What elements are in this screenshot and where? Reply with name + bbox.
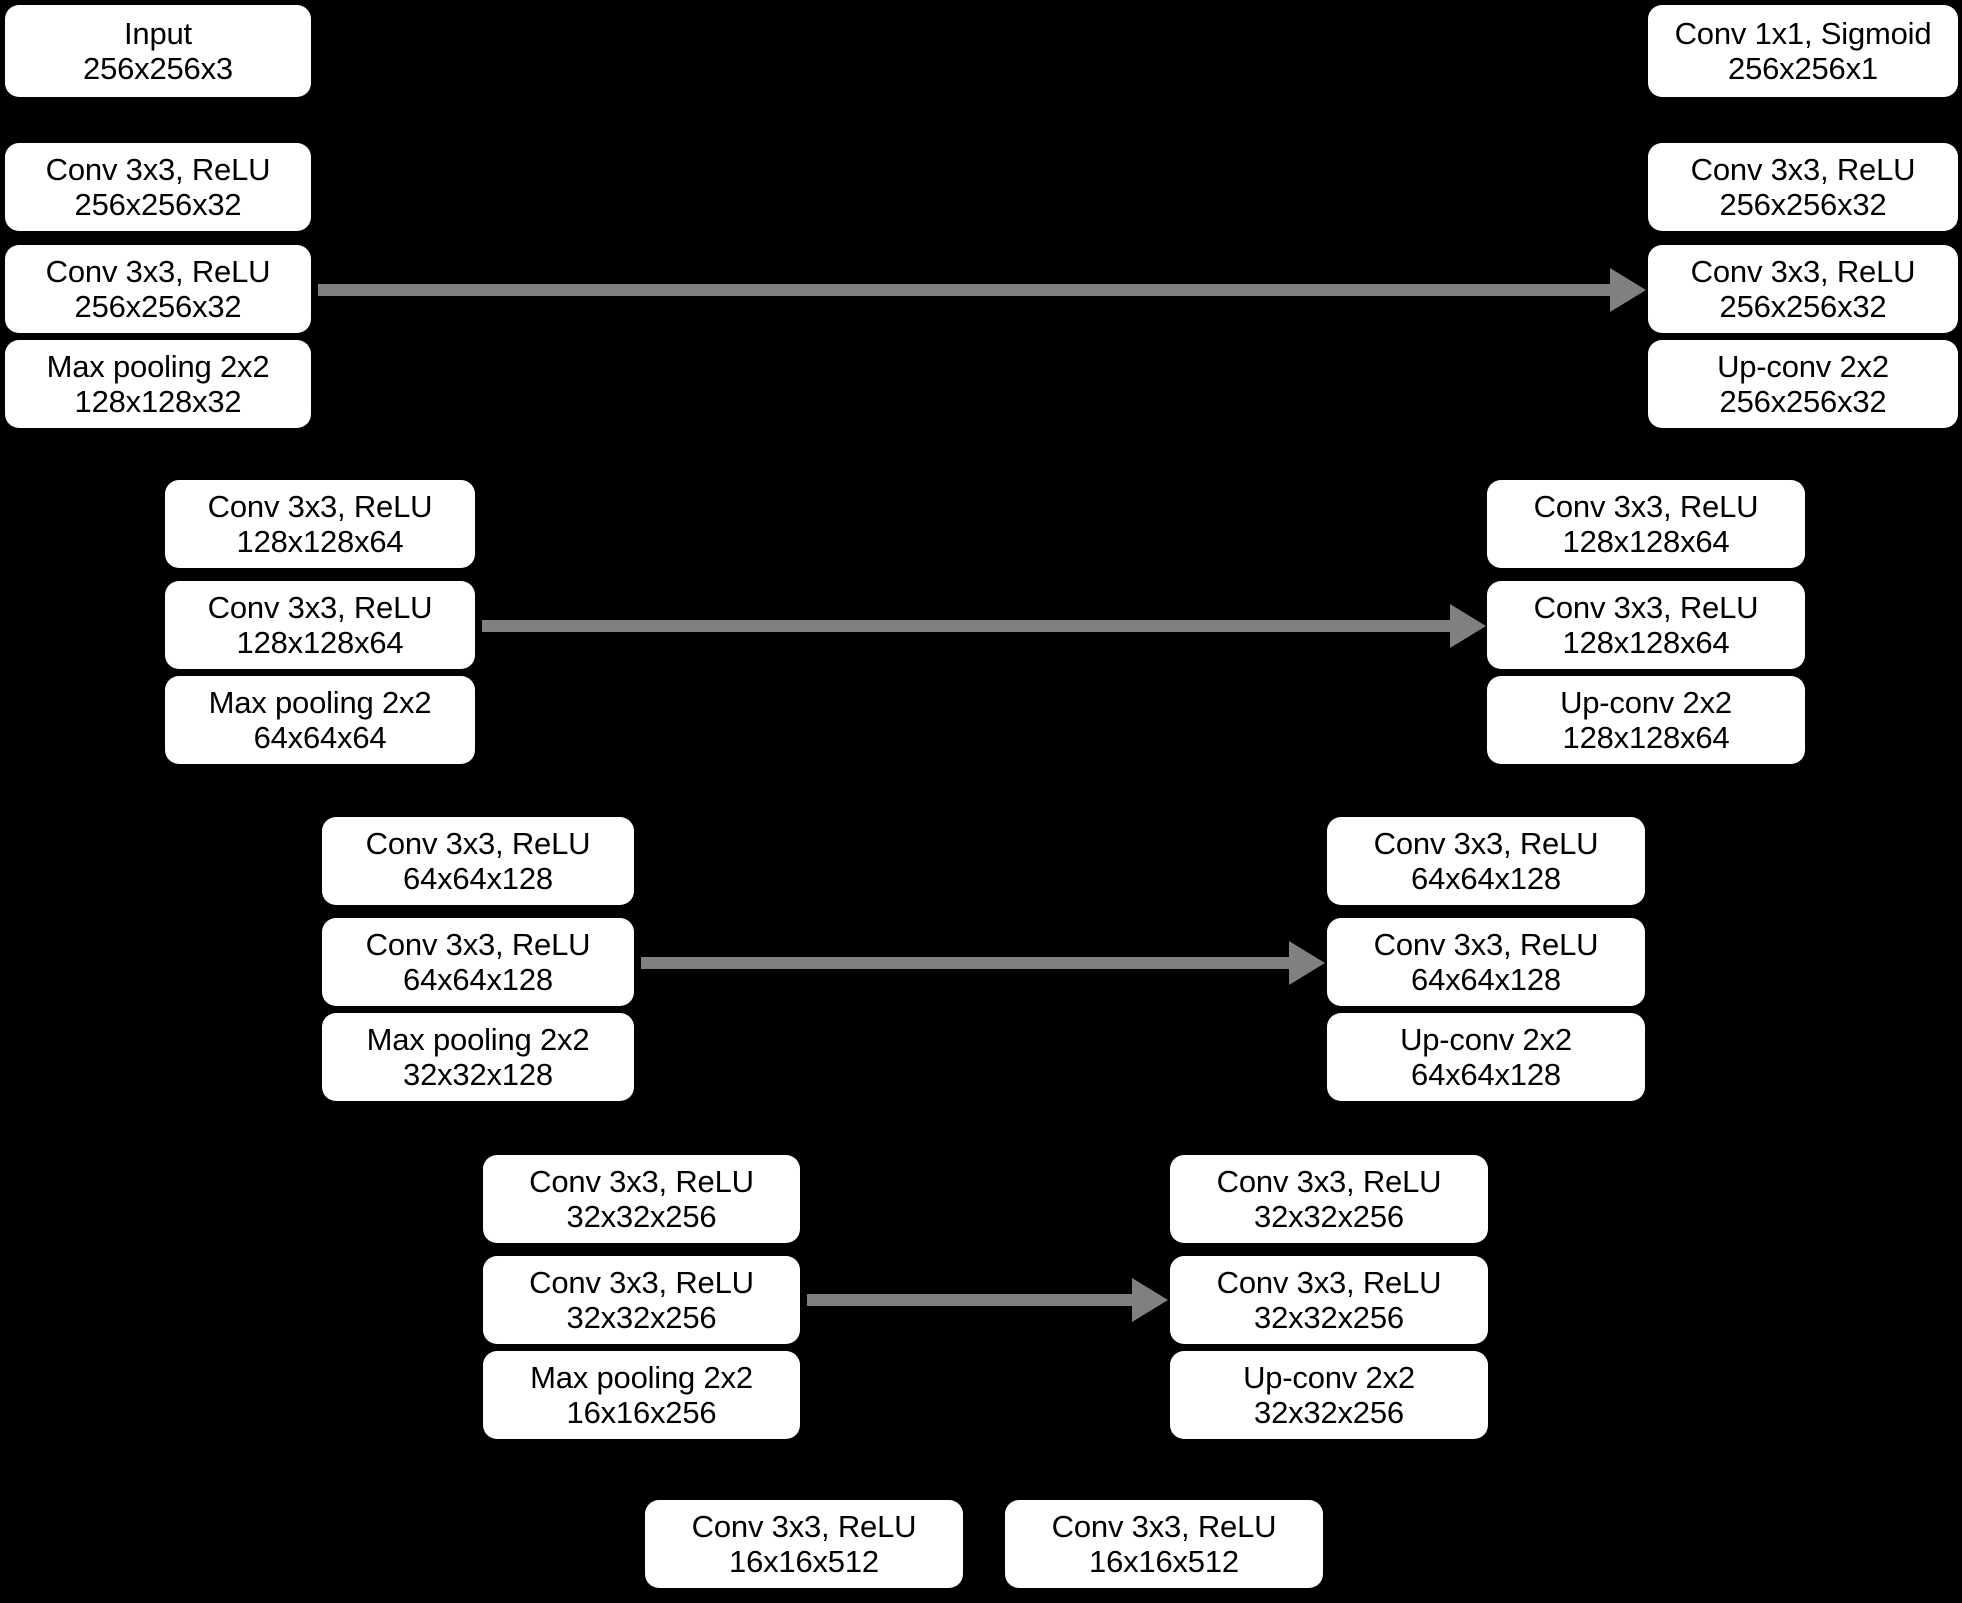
node-bottleneck-conv1-line1: Conv 3x3, ReLU [691, 1508, 917, 1544]
node-enc4-maxpool-line1: Max pooling 2x2 [530, 1359, 753, 1395]
node-enc4-maxpool-line2: 16x16x256 [566, 1395, 717, 1430]
node-enc2-conv2: Conv 3x3, ReLU 128x128x64 [165, 581, 475, 669]
node-enc2-conv1-line2: 128x128x64 [236, 524, 404, 559]
node-enc3-conv2-line1: Conv 3x3, ReLU [365, 926, 591, 962]
node-dec2-conv1: Conv 3x3, ReLU 128x128x64 [1487, 480, 1805, 568]
node-dec2-conv1-line2: 128x128x64 [1562, 524, 1730, 559]
node-dec4-conv1: Conv 3x3, ReLU 32x32x256 [1170, 1155, 1488, 1243]
node-dec1-conv2-line2: 256x256x32 [1719, 289, 1887, 324]
node-enc3-maxpool-line1: Max pooling 2x2 [366, 1021, 590, 1057]
node-enc4-maxpool: Max pooling 2x2 16x16x256 [483, 1351, 800, 1439]
node-bottleneck-conv1-line2: 16x16x512 [729, 1544, 879, 1579]
node-input-line1: Input [124, 15, 192, 51]
node-enc1-conv2-line1: Conv 3x3, ReLU [45, 253, 271, 289]
node-dec3-upconv-line1: Up-conv 2x2 [1400, 1021, 1572, 1057]
node-enc4-conv1-line1: Conv 3x3, ReLU [529, 1163, 754, 1199]
node-bottleneck-conv2: Conv 3x3, ReLU 16x16x512 [1005, 1500, 1323, 1588]
skip-connection-arrow-level-2 [482, 620, 1452, 632]
node-enc4-conv2-line2: 32x32x256 [566, 1300, 717, 1335]
node-enc3-maxpool: Max pooling 2x2 32x32x128 [322, 1013, 634, 1101]
node-dec1-upconv-line1: Up-conv 2x2 [1717, 348, 1889, 384]
node-enc3-conv2: Conv 3x3, ReLU 64x64x128 [322, 918, 634, 1006]
node-dec2-conv2: Conv 3x3, ReLU 128x128x64 [1487, 581, 1805, 669]
node-bottleneck-conv2-line1: Conv 3x3, ReLU [1051, 1508, 1277, 1544]
node-dec2-upconv-line1: Up-conv 2x2 [1560, 684, 1732, 720]
node-dec1-conv1-line1: Conv 3x3, ReLU [1690, 151, 1916, 187]
node-enc2-conv2-line1: Conv 3x3, ReLU [207, 589, 433, 625]
skip-connection-arrowhead-level-2 [1450, 604, 1486, 648]
node-output-line1: Conv 1x1, Sigmoid [1674, 15, 1932, 51]
node-dec4-upconv: Up-conv 2x2 32x32x256 [1170, 1351, 1488, 1439]
node-dec1-conv2-line1: Conv 3x3, ReLU [1690, 253, 1916, 289]
node-dec1-conv1: Conv 3x3, ReLU 256x256x32 [1648, 143, 1958, 231]
skip-connection-arrowhead-level-3 [1289, 941, 1325, 985]
node-dec3-conv1: Conv 3x3, ReLU 64x64x128 [1327, 817, 1645, 905]
node-dec2-conv2-line1: Conv 3x3, ReLU [1533, 589, 1759, 625]
node-dec4-conv1-line1: Conv 3x3, ReLU [1216, 1163, 1442, 1199]
skip-connection-arrowhead-level-4 [1132, 1278, 1168, 1322]
node-enc1-maxpool-line2: 128x128x32 [74, 384, 242, 419]
node-enc1-conv2-line2: 256x256x32 [74, 289, 242, 324]
node-dec3-conv2-line2: 64x64x128 [1411, 962, 1561, 997]
node-enc2-maxpool: Max pooling 2x2 64x64x64 [165, 676, 475, 764]
node-dec3-upconv: Up-conv 2x2 64x64x128 [1327, 1013, 1645, 1101]
skip-connection-arrow-level-1 [318, 284, 1612, 296]
node-output-conv1x1-sigmoid: Conv 1x1, Sigmoid 256x256x1 [1648, 5, 1958, 97]
node-dec3-conv2-line1: Conv 3x3, ReLU [1373, 926, 1599, 962]
node-input: Input 256x256x3 [5, 5, 311, 97]
node-enc3-conv1-line2: 64x64x128 [403, 861, 553, 896]
node-dec2-conv1-line1: Conv 3x3, ReLU [1533, 488, 1759, 524]
node-enc2-maxpool-line2: 64x64x64 [253, 720, 387, 755]
node-enc2-conv2-line2: 128x128x64 [236, 625, 404, 660]
node-enc3-conv1: Conv 3x3, ReLU 64x64x128 [322, 817, 634, 905]
node-bottleneck-conv1: Conv 3x3, ReLU 16x16x512 [645, 1500, 963, 1588]
skip-connection-arrow-level-3 [641, 957, 1291, 969]
node-dec3-conv2: Conv 3x3, ReLU 64x64x128 [1327, 918, 1645, 1006]
node-dec1-upconv-line2: 256x256x32 [1719, 384, 1887, 419]
node-dec4-conv2: Conv 3x3, ReLU 32x32x256 [1170, 1256, 1488, 1344]
node-dec2-upconv-line2: 128x128x64 [1562, 720, 1730, 755]
node-dec4-upconv-line2: 32x32x256 [1254, 1395, 1404, 1430]
node-dec4-conv2-line2: 32x32x256 [1254, 1300, 1404, 1335]
node-enc1-conv1-line2: 256x256x32 [74, 187, 242, 222]
node-dec4-conv2-line1: Conv 3x3, ReLU [1216, 1264, 1442, 1300]
node-enc1-conv2: Conv 3x3, ReLU 256x256x32 [5, 245, 311, 333]
node-dec1-upconv: Up-conv 2x2 256x256x32 [1648, 340, 1958, 428]
node-dec4-upconv-line1: Up-conv 2x2 [1243, 1359, 1415, 1395]
node-enc2-maxpool-line1: Max pooling 2x2 [208, 684, 432, 720]
node-enc4-conv1: Conv 3x3, ReLU 32x32x256 [483, 1155, 800, 1243]
node-dec3-upconv-line2: 64x64x128 [1411, 1057, 1561, 1092]
node-dec3-conv1-line1: Conv 3x3, ReLU [1373, 825, 1599, 861]
node-bottleneck-conv2-line2: 16x16x512 [1089, 1544, 1239, 1579]
node-dec2-conv2-line2: 128x128x64 [1562, 625, 1730, 660]
node-dec1-conv2: Conv 3x3, ReLU 256x256x32 [1648, 245, 1958, 333]
node-enc3-conv2-line2: 64x64x128 [403, 962, 553, 997]
node-enc1-maxpool: Max pooling 2x2 128x128x32 [5, 340, 311, 428]
node-output-line2: 256x256x1 [1728, 51, 1878, 86]
node-dec3-conv1-line2: 64x64x128 [1411, 861, 1561, 896]
node-input-line2: 256x256x3 [83, 51, 233, 86]
node-enc1-conv1-line1: Conv 3x3, ReLU [45, 151, 271, 187]
node-enc2-conv1-line1: Conv 3x3, ReLU [207, 488, 433, 524]
node-enc1-maxpool-line1: Max pooling 2x2 [46, 348, 270, 384]
skip-connection-arrow-level-4 [807, 1294, 1134, 1306]
node-enc3-conv1-line1: Conv 3x3, ReLU [365, 825, 591, 861]
node-dec4-conv1-line2: 32x32x256 [1254, 1199, 1404, 1234]
node-enc2-conv1: Conv 3x3, ReLU 128x128x64 [165, 480, 475, 568]
node-enc1-conv1: Conv 3x3, ReLU 256x256x32 [5, 143, 311, 231]
node-dec1-conv1-line2: 256x256x32 [1719, 187, 1887, 222]
skip-connection-arrowhead-level-1 [1610, 268, 1646, 312]
node-enc4-conv2: Conv 3x3, ReLU 32x32x256 [483, 1256, 800, 1344]
node-dec2-upconv: Up-conv 2x2 128x128x64 [1487, 676, 1805, 764]
node-enc4-conv1-line2: 32x32x256 [566, 1199, 717, 1234]
node-enc4-conv2-line1: Conv 3x3, ReLU [529, 1264, 754, 1300]
node-enc3-maxpool-line2: 32x32x128 [403, 1057, 553, 1092]
